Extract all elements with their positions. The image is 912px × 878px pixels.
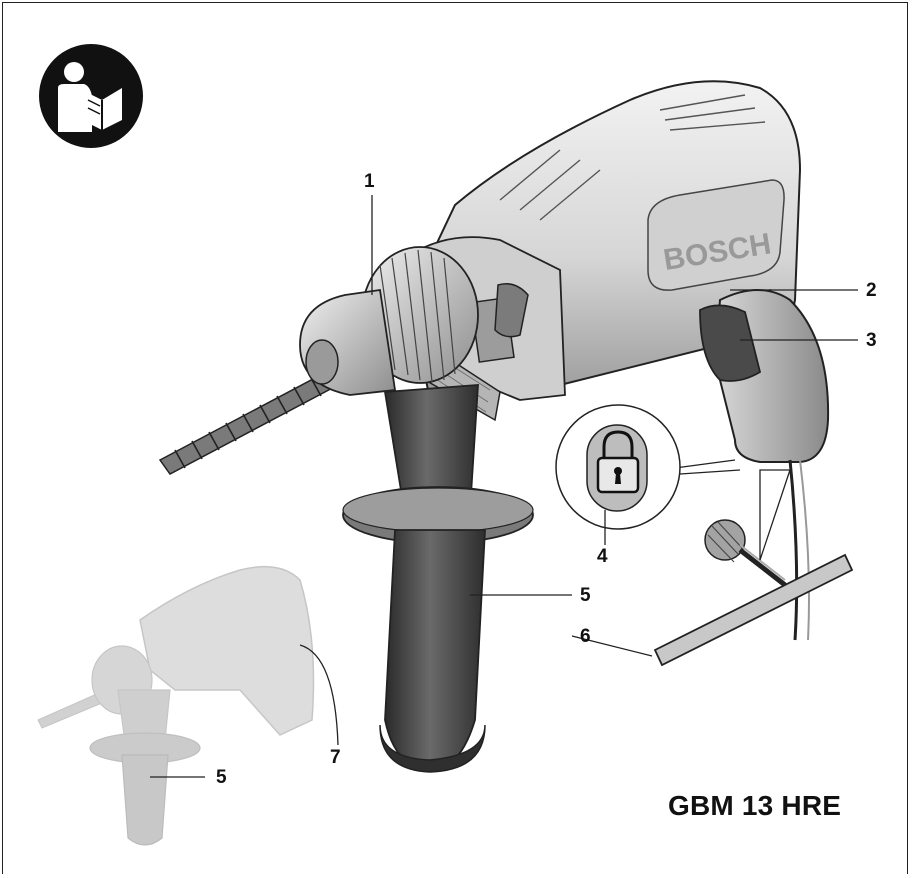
- callout-1: 1: [364, 171, 375, 192]
- lock-indicator: [555, 404, 741, 530]
- callout-7: 7: [330, 747, 341, 768]
- trigger-switch: [699, 304, 762, 382]
- pistol-grip: [699, 289, 830, 641]
- read-manual-icon: [39, 44, 143, 148]
- model-name: GBM 13 HRE: [668, 790, 842, 821]
- callout-5-small: 5: [216, 767, 227, 788]
- drill-chuck: [299, 246, 479, 396]
- callout-5-main: 5: [580, 585, 591, 606]
- drill-bit: [158, 369, 342, 475]
- chuck-key: [653, 469, 854, 667]
- ghost-drill-7: [37, 565, 315, 846]
- auxiliary-handle: [342, 384, 534, 773]
- callout-4: 4: [597, 546, 608, 567]
- padlock-icon: [596, 430, 640, 494]
- leader-lines: [150, 195, 858, 778]
- callout-6: 6: [580, 626, 591, 647]
- callout-3: 3: [866, 330, 877, 351]
- callout-2: 2: [866, 280, 877, 301]
